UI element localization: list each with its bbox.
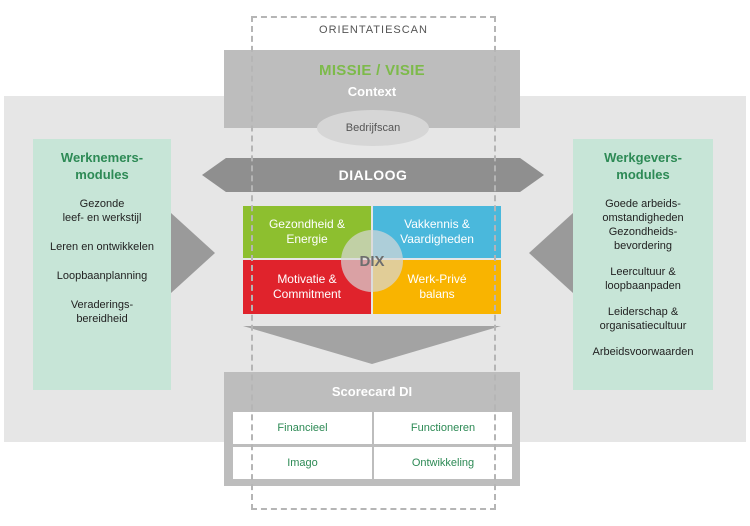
werknemers-modules-panel: Werknemers- modules Gezonde leef- en wer…	[33, 139, 171, 390]
dix-center-circle: DIX	[341, 230, 403, 292]
bedrijfsscan-ellipse: Bedrijfscan	[317, 110, 429, 146]
werkgevers-modules-list: Goede arbeids- omstandigheden Gezondheid…	[573, 197, 713, 359]
werknemers-item: Loopbaanplanning	[56, 270, 148, 282]
werkgevers-modules-panel: Werkgevers- modules Goede arbeids- omsta…	[573, 139, 713, 390]
werknemers-item: Veraderings- bereidheid	[70, 299, 134, 325]
werknemers-modules-title: Werknemers- modules	[60, 150, 144, 182]
werkgevers-item: Leercultuur & loopbaanpaden	[605, 266, 681, 292]
scorecard-cell-ontwikkeling: Ontwikkeling	[374, 447, 512, 479]
werkgevers-item: Arbeidsvoorwaarden	[592, 346, 694, 358]
scorecard-cell-financieel: Financieel	[233, 412, 372, 444]
scorecard-cell-functioneren: Functioneren	[374, 412, 512, 444]
context-label: Context	[347, 84, 397, 99]
missie-visie-title: MISSIE / VISIE	[319, 62, 425, 79]
quadrant-label: Vakkennis & Vaardigheden	[400, 217, 474, 246]
werknemers-item: Gezonde leef- en werkstijl	[62, 198, 142, 224]
quadrant-label: Gezondheid & Energie	[268, 217, 346, 246]
werknemers-item: Leren en ontwikkelen	[50, 241, 154, 253]
scorecard-title: Scorecard DI	[331, 384, 413, 399]
quadrant-label: Motivatie & Commitment	[272, 272, 341, 301]
orientatiescan-dashed-frame	[251, 16, 496, 510]
werkgevers-modules-title: Werkgevers- modules	[604, 150, 682, 182]
werknemers-modules-list: Gezonde leef- en werkstijl Leren en ontw…	[33, 197, 171, 326]
orientatiescan-label: ORIENTATIESCAN	[319, 24, 428, 36]
werkgevers-item: Leiderschap & organisatiecultuur	[599, 306, 687, 332]
werkgevers-item: Goede arbeids- omstandigheden Gezondheid…	[602, 198, 684, 252]
scorecard-cell-imago: Imago	[233, 447, 372, 479]
quadrant-motivatie-commitment: Motivatie & Commitment	[243, 260, 371, 314]
dialoog-arrow: DIALOOG	[202, 158, 544, 192]
left-arrow-triangle	[171, 213, 215, 293]
quadrant-label: Werk-Privé balans	[407, 272, 467, 301]
right-arrow-triangle	[529, 213, 573, 293]
